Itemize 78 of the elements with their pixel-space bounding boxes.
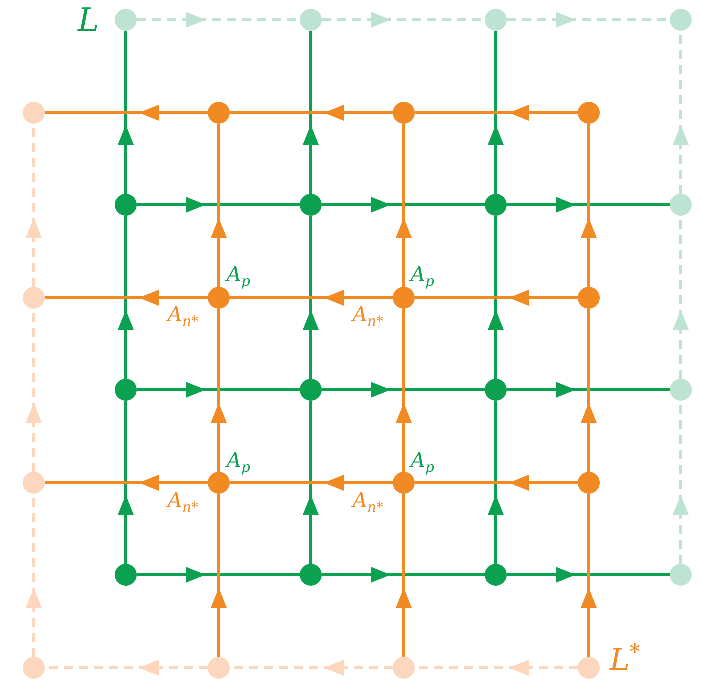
lattice-vertex (485, 194, 507, 216)
lattice-vertex (485, 564, 507, 586)
arrow (137, 197, 300, 213)
lattice-vertex (393, 657, 415, 679)
lattice-vertex (23, 657, 45, 679)
math-label: A$_{p}$ (227, 264, 250, 289)
arrow (581, 494, 597, 657)
lattice-vertex (300, 379, 322, 401)
math-label: A$_{n*}$ (353, 490, 384, 515)
arrow (396, 494, 412, 657)
lattice-vertex (208, 102, 230, 124)
lattice-vertex (578, 287, 600, 309)
lattice-vertex (115, 9, 137, 31)
lattice-vertex (485, 379, 507, 401)
math-label: A$_{p}$ (411, 450, 434, 475)
lattice-vertex (578, 102, 600, 124)
arrow (303, 216, 319, 379)
arrow (415, 290, 578, 306)
math-label: A$_{n*}$ (168, 490, 198, 515)
arrow (211, 124, 227, 287)
math-label: A$_{n*}$ (353, 304, 384, 329)
lattice-vertex (115, 379, 137, 401)
lattice-vertex (393, 287, 415, 309)
arrow (211, 494, 227, 657)
arrow (137, 567, 300, 583)
arrow (118, 401, 134, 564)
arrow (230, 475, 393, 491)
lattice-vertex (23, 102, 45, 124)
arrow (507, 567, 670, 583)
math-label: A$_{n*}$ (168, 304, 198, 329)
arrow (396, 124, 412, 287)
lattice-vertex (670, 194, 692, 216)
math-label: L (78, 4, 100, 36)
lattice-vertex (300, 9, 322, 31)
arrow (322, 382, 485, 398)
arrow (45, 475, 208, 491)
arrow (45, 105, 208, 121)
arrow (118, 31, 134, 194)
lattice-vertex (485, 9, 507, 31)
lattice-vertex (208, 287, 230, 309)
arrow (507, 197, 670, 213)
lattice-vertex (23, 472, 45, 494)
lattice-vertex (300, 194, 322, 216)
lattice-vertex (578, 657, 600, 679)
lattice-vertex (670, 9, 692, 31)
arrow (118, 216, 134, 379)
lattice-vertex (208, 472, 230, 494)
arrow (415, 105, 578, 121)
arrow (303, 31, 319, 194)
arrow (396, 309, 412, 472)
arrow (230, 290, 393, 306)
arrow (488, 31, 504, 194)
arrow (322, 197, 485, 213)
lattice-vertex (670, 379, 692, 401)
lattice-vertex (300, 564, 322, 586)
arrow (488, 401, 504, 564)
lattice-vertex (393, 472, 415, 494)
arrow (303, 401, 319, 564)
arrow (45, 290, 208, 306)
arrow (507, 382, 670, 398)
arrow (488, 216, 504, 379)
lattice-vertex (23, 287, 45, 309)
math-label: L$^{*}$ (610, 642, 640, 676)
arrow (581, 309, 597, 472)
lattice-vertex (670, 564, 692, 586)
math-label: A$_{p}$ (227, 450, 250, 475)
lattice-vertex (393, 102, 415, 124)
arrow (415, 475, 578, 491)
arrow (137, 382, 300, 398)
lattice-vertex (115, 194, 137, 216)
lattice-vertex (578, 472, 600, 494)
arrow (581, 124, 597, 287)
lattice-vertex (208, 657, 230, 679)
arrow (230, 105, 393, 121)
math-label: A$_{p}$ (411, 264, 434, 289)
arrow (322, 567, 485, 583)
arrow (211, 309, 227, 472)
lattice-vertex (115, 564, 137, 586)
